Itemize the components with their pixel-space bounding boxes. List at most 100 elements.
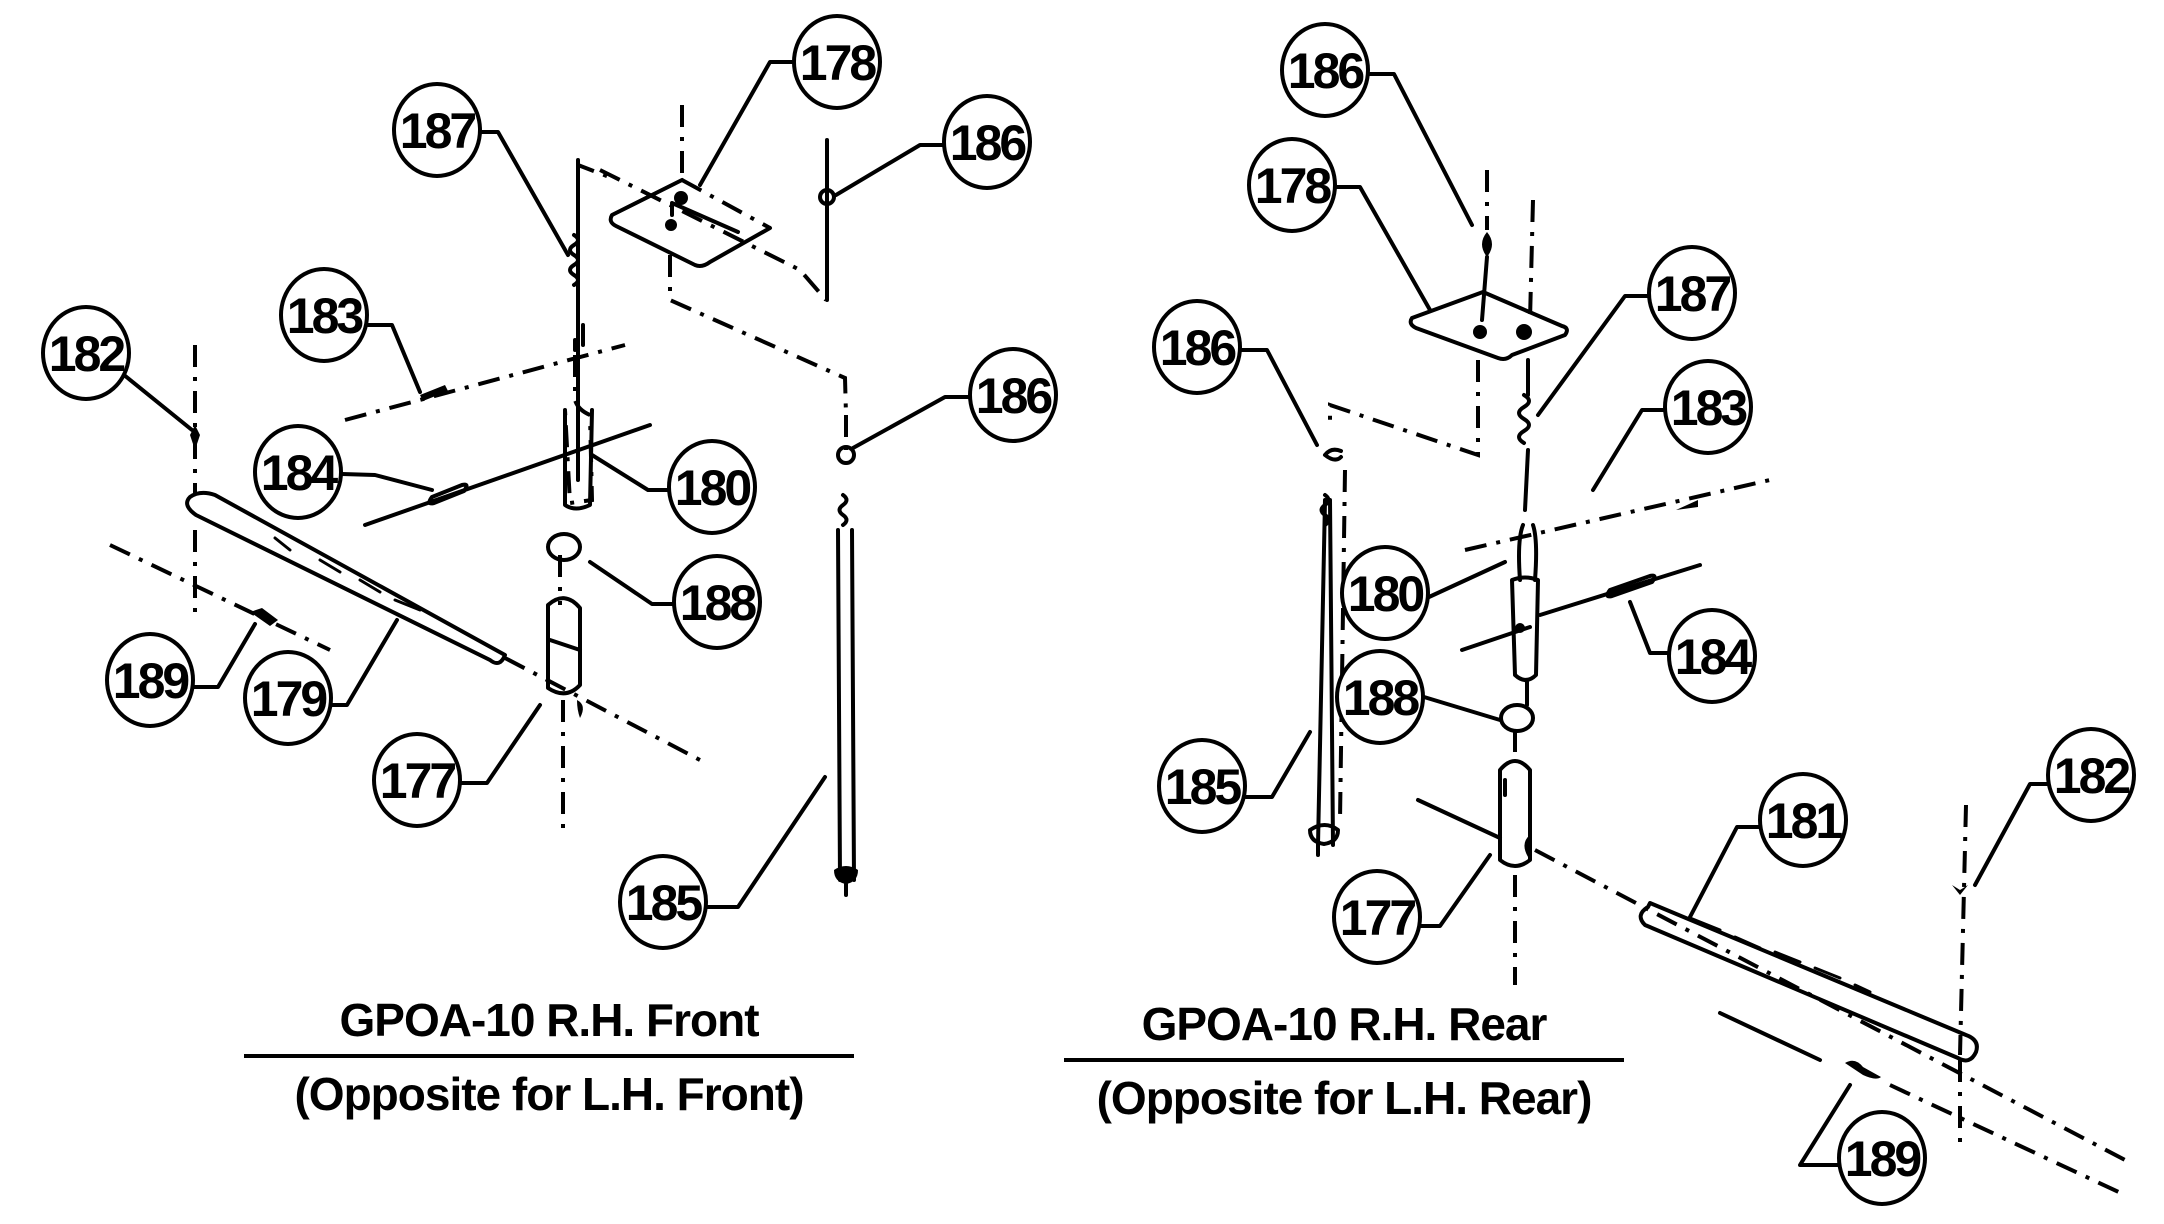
callout-front-178: 178 bbox=[792, 14, 882, 110]
callout-number: 178 bbox=[1255, 158, 1332, 214]
callout-rear-177: 177 bbox=[1332, 869, 1422, 965]
callout-front-179: 179 bbox=[243, 650, 333, 746]
callout-rear-187: 187 bbox=[1647, 245, 1737, 341]
rear-assembly-subtitle: (Opposite for L.H. Rear) bbox=[1096, 1072, 1593, 1124]
callout-front-183: 183 bbox=[279, 267, 369, 363]
leader-line-187 bbox=[1536, 294, 1650, 417]
callout-bubble bbox=[372, 732, 462, 828]
leader-line-188 bbox=[1422, 695, 1502, 722]
rear-assembly-caption: GPOA-10 R.H. Rear (Opposite for L.H. Rea… bbox=[1064, 996, 1624, 1126]
callout-rear-178: 178 bbox=[1247, 137, 1337, 233]
leader-line-183 bbox=[366, 323, 422, 394]
rear-shaft-181 bbox=[1638, 901, 1979, 1063]
front-assembly-subtitle: (Opposite for L.H. Front) bbox=[294, 1068, 804, 1120]
leader-line-178 bbox=[698, 60, 795, 187]
leader-line-183 bbox=[1591, 408, 1666, 492]
callout-front-187: 187 bbox=[392, 82, 482, 178]
callout-number: 186 bbox=[1160, 320, 1236, 376]
callout-bubble bbox=[1247, 137, 1337, 233]
leader-line-186 bbox=[1367, 72, 1474, 227]
leader-line-185 bbox=[1244, 730, 1312, 799]
leader-lines bbox=[122, 60, 2049, 1167]
callout-number: 185 bbox=[1165, 759, 1242, 815]
callout-front-188: 188 bbox=[672, 554, 762, 650]
callout-bubble bbox=[243, 650, 333, 746]
callout-layer: 187 178 186 186 183 182 184 180 188 189 179 177 185 1… bbox=[41, 14, 2136, 1206]
front-caption-rule bbox=[244, 1054, 854, 1058]
callout-number: 183 bbox=[287, 288, 363, 344]
leader-line-186 bbox=[851, 395, 971, 450]
leader-line-186 bbox=[1239, 348, 1319, 447]
callout-number: 188 bbox=[1343, 670, 1420, 726]
leader-line-180 bbox=[1427, 560, 1507, 599]
leader-line-179 bbox=[330, 618, 399, 707]
callout-front-177: 177 bbox=[372, 732, 462, 828]
callout-number: 185 bbox=[626, 875, 703, 931]
callout-bubble bbox=[1837, 1110, 1927, 1206]
callout-bubble bbox=[41, 305, 131, 401]
front-ring-188 bbox=[546, 532, 582, 562]
callout-front-180: 180 bbox=[667, 439, 757, 535]
callout-number: 189 bbox=[113, 653, 189, 709]
callout-number: 189 bbox=[1845, 1131, 1921, 1187]
callout-number: 179 bbox=[251, 671, 327, 727]
callout-rear-181: 181 bbox=[1758, 772, 1848, 868]
callout-number: 186 bbox=[1288, 43, 1364, 99]
callout-rear-183: 183 bbox=[1663, 359, 1753, 455]
leader-line-182 bbox=[1973, 782, 2049, 887]
callout-rear-184: 184 bbox=[1667, 608, 1757, 704]
rear-mounting-plate bbox=[1408, 290, 1569, 361]
callout-front-185: 185 bbox=[618, 854, 708, 950]
leader-line-187 bbox=[478, 130, 570, 257]
callout-number: 177 bbox=[380, 753, 456, 809]
front-spring bbox=[568, 233, 580, 287]
leader-line-177 bbox=[1419, 853, 1492, 928]
callout-bubble bbox=[672, 554, 762, 650]
callout-bubble bbox=[1157, 738, 1247, 834]
leader-line-178 bbox=[1334, 185, 1432, 312]
front-mounting-plate bbox=[608, 178, 772, 268]
leader-line-186 bbox=[834, 143, 945, 197]
front-assembly-drawing bbox=[109, 105, 858, 897]
callout-bubble bbox=[618, 854, 708, 950]
callout-number: 187 bbox=[1655, 266, 1731, 322]
callout-bubble bbox=[1335, 649, 1425, 745]
front-link-lower bbox=[668, 255, 848, 416]
leader-line-189 bbox=[1798, 1083, 1852, 1167]
leader-line-185 bbox=[705, 775, 827, 909]
front-rod-185 bbox=[834, 415, 858, 897]
rear-assembly-title: GPOA-10 R.H. Rear bbox=[1141, 998, 1548, 1050]
callout-bubble bbox=[667, 439, 757, 535]
leader-line-189 bbox=[192, 622, 257, 689]
callout-bubble bbox=[942, 94, 1032, 190]
callout-number: 180 bbox=[675, 460, 751, 516]
callout-rear-182: 182 bbox=[2046, 727, 2136, 823]
front-sleeve-177 bbox=[546, 596, 583, 718]
callout-bubble bbox=[1332, 869, 1422, 965]
callout-number: 178 bbox=[800, 35, 877, 91]
leader-line-184 bbox=[1628, 600, 1670, 655]
callout-number: 177 bbox=[1340, 890, 1416, 946]
callout-bubble bbox=[1280, 22, 1370, 118]
callout-front-186: 186 bbox=[942, 94, 1032, 190]
callout-bubble bbox=[1340, 545, 1430, 641]
leader-line-177 bbox=[459, 703, 542, 785]
callout-bubble bbox=[792, 14, 882, 110]
callout-front-182: 182 bbox=[41, 305, 131, 401]
front-assembly-caption: GPOA-10 R.H. Front (Opposite for L.H. Fr… bbox=[244, 992, 854, 1122]
callout-front-186: 186 bbox=[968, 347, 1058, 443]
callout-bubble bbox=[1152, 299, 1242, 395]
callout-bubble bbox=[105, 632, 195, 728]
callout-bubble bbox=[279, 267, 369, 363]
callout-bubble bbox=[1647, 245, 1737, 341]
rear-caption-rule bbox=[1064, 1058, 1624, 1062]
leader-line-182 bbox=[122, 373, 194, 432]
front-body-180 bbox=[563, 323, 595, 511]
callout-rear-186: 186 bbox=[1152, 299, 1242, 395]
callout-number: 184 bbox=[1675, 629, 1753, 685]
callout-bubble bbox=[1667, 608, 1757, 704]
callout-number: 182 bbox=[49, 326, 125, 382]
callout-rear-189: 189 bbox=[1837, 1110, 1927, 1206]
callout-number: 186 bbox=[976, 368, 1052, 424]
